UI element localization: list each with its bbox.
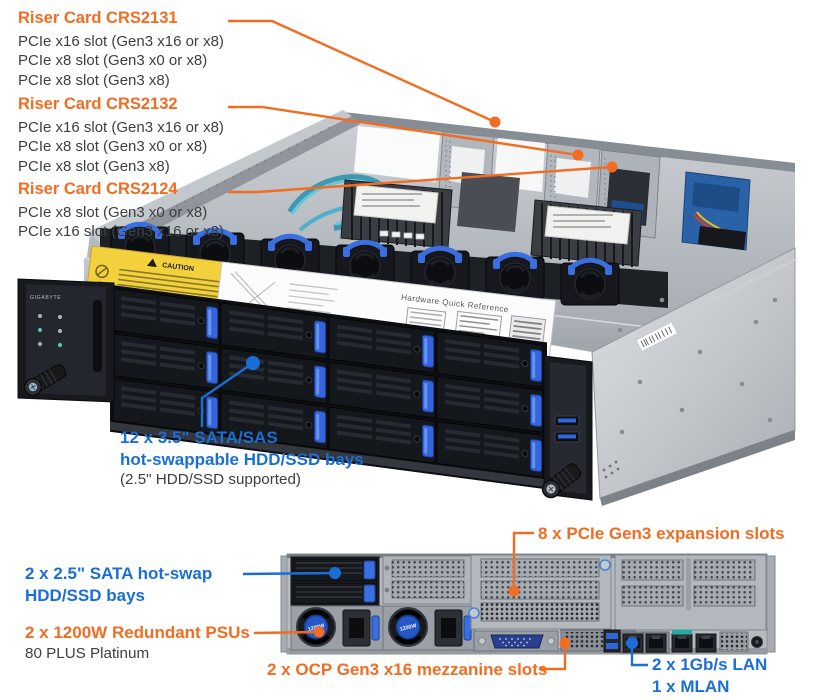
callout-title: Riser Card CRS2124 [18,180,178,198]
bay-latch [363,560,376,580]
cpu-heatsink-1 [340,179,453,249]
thumbscrew [599,559,611,571]
leader-rear-ocp [540,645,567,671]
mlan-label [672,629,692,635]
thumbscrew [23,364,67,397]
front-bays-callout: 12 x 3.5" SATA/SAS hot-swappable HDD/SSD… [120,427,364,490]
riser-card-callout-1: Riser Card CRS2131 PCIe x16 slot (Gen3 x… [18,9,224,90]
callout-line: PCIe x16 slot (Gen3 x16 or x8) [18,119,224,136]
rear-bays-callout: 2 x 2.5" SATA hot-swap HDD/SSD bays [25,563,212,606]
side-panel [591,247,796,506]
front-right-ear [541,355,593,501]
front-drive-bay-panel [110,284,547,490]
callout-line: 2 x 2.5" SATA hot-swap [25,564,213,583]
callout-title: Riser Card CRS2132 [18,95,178,113]
thumbscrew [541,463,582,499]
leader-riser2 [228,105,579,157]
rear-25-bays [290,556,380,607]
callout-line: 2 x 1Gb/s LAN [652,655,768,674]
status-leds [38,314,62,347]
rear-usb-ports [603,629,621,653]
orange-leader-lines [228,19,613,671]
power-connectors [379,230,425,240]
callout-line: 12 x 3.5" SATA/SAS [120,428,278,447]
callout-line: PCIe x8 slot (Gen3 x8) [18,157,170,175]
callout-title: Riser Card CRS2131 [18,9,178,27]
leader-rear-pcie [512,531,534,589]
leader-rear-bays [242,571,336,576]
motherboard-pcb [681,171,751,251]
callout-line: 1 x MLAN [652,676,730,696]
blue-leader-lines [200,362,648,667]
rear-server-illustration [280,553,776,655]
orange-callout-dots [313,116,618,649]
vent-dots [602,460,620,479]
brand-label: GIGABYTE [30,295,61,301]
rear-pcie-callout: 8 x PCIe Gen3 expansion slots [538,524,785,543]
front-left-ear: GIGABYTE [17,278,115,403]
vga-port [473,630,559,652]
riser-card-callout-2: Riser Card CRS2132 PCIe x16 slot (Gen3 x… [18,95,224,176]
leader-riser3 [228,165,613,194]
leader-front-bays [200,362,254,427]
bay-latch [363,584,376,603]
main-server-illustration: CAUTION Hardware Quick Reference [17,110,796,506]
leader-rear-lan [630,643,648,667]
leader-riser1 [228,19,496,124]
thumbscrew [468,607,480,619]
riser-card-callout-3: Riser Card CRS2124 PCIe x8 slot (Gen3 x0… [18,180,224,242]
svg-text:CAUTION: CAUTION [162,262,195,273]
callout-note: 80 PLUS Platinum [25,644,150,662]
callout-line: PCIe x8 slot (Gen3 x0 or x8) [18,204,208,221]
callout-line: PCIe x8 slot (Gen3 x8) [18,71,170,89]
callout-title: 2 x 1200W Redundant PSUs [25,623,250,642]
rear-ocp-callout: 2 x OCP Gen3 x16 mezzanine slots [267,660,548,679]
callout-line: PCIe x8 slot (Gen3 x0 or x8) [18,52,208,70]
ear-handle-slot [93,300,102,372]
callout-line: HDD/SSD bays [25,585,145,605]
leader-rear-psu [253,630,318,635]
callout-line: hot-swappable HDD/SSD bays [120,449,364,469]
callout-line: PCIe x16 slot (Gen3 x16 or x8) [18,33,224,50]
rear-pcie-cage [468,554,612,630]
rear-riser-left [382,555,472,605]
callout-line: PCIe x8 slot (Gen3 x0 or x8) [18,138,208,156]
rear-lan-callout: 2 x 1Gb/s LAN 1 x MLAN [652,654,767,697]
callout-note: (2.5" HDD/SSD supported) [120,471,301,488]
rear-pcie-right [614,554,767,631]
rear-psu-callout: 2 x 1200W Redundant PSUs 80 PLUS Platinu… [25,622,250,664]
callout-line: PCIe x16 slot (Gen3 x16 or x8) [18,223,224,241]
cpu-heatsink-2 [530,199,643,267]
blue-callout-dots [246,356,638,649]
front-usb-ports [554,415,580,443]
